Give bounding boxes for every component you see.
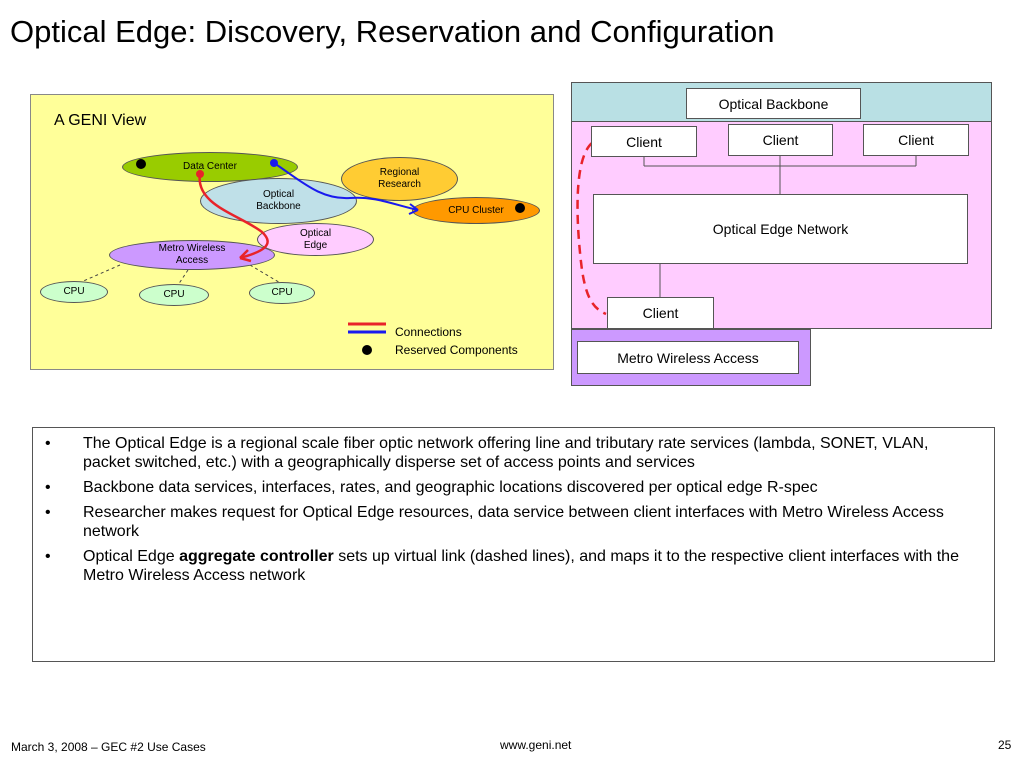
bullet-text: The Optical Edge is a regional scale fib… (83, 435, 929, 471)
text-panel: • The Optical Edge is a regional scale f… (32, 427, 995, 662)
node-cpu-3-label: CPU (271, 287, 293, 298)
optical-edge-network-label: Optical Edge Network (712, 221, 849, 237)
legend-dot (362, 345, 372, 355)
node-optical-backbone-label: Optical Backbone (256, 189, 301, 212)
red-dot-data-center (196, 170, 204, 178)
geni-view-label: A GENI View (54, 112, 147, 129)
metro-wireless-box[interactable]: Metro Wireless Access (577, 341, 799, 374)
node-optical-edge[interactable]: Optical Edge (257, 223, 374, 256)
red-reserved-path (198, 173, 269, 260)
metro-wireless-label: Metro Wireless Access (617, 349, 759, 366)
node-regional-research[interactable]: Regional Research (341, 157, 458, 201)
bullet-marker: • (45, 435, 51, 452)
bullet-text-post: sets up virtual link (dashed lines), and… (83, 548, 959, 584)
client-label-bottom: Client (642, 305, 679, 321)
node-optical-backbone[interactable]: Optical Backbone (200, 178, 357, 224)
client-label-3: Client (898, 132, 934, 148)
bullet-marker: • (45, 504, 51, 521)
node-data-center-label: Data Center (183, 161, 237, 172)
node-regional-research-label: Regional Research (378, 167, 421, 190)
client-box-3[interactable]: Client (863, 124, 969, 156)
node-data-center[interactable]: Data Center (122, 152, 298, 182)
bullet-marker: • (45, 548, 51, 565)
node-cpu-1[interactable]: CPU (40, 281, 108, 303)
slide-title: Optical Edge: Discovery, Reservation and… (10, 14, 775, 49)
page-number: 25 (998, 738, 1012, 752)
blue-dot-data-center (270, 159, 278, 167)
optical-backbone-label: Optical Backbone (718, 95, 829, 112)
bullet-item: • Backbone data services, interfaces, ra… (33, 478, 964, 497)
node-cpu-cluster-label: CPU Cluster (448, 204, 504, 216)
reserved-dot-cpu-cluster (515, 203, 525, 213)
bullet-list: • The Optical Edge is a regional scale f… (33, 428, 994, 585)
node-metro-wireless-label: Metro Wireless Access (158, 243, 226, 266)
client-box-2[interactable]: Client (728, 124, 833, 156)
node-cpu-2-label: CPU (163, 289, 185, 300)
blue-reserved-path (273, 162, 419, 211)
red-arrowhead (239, 249, 252, 263)
reserved-dot-data-center (136, 159, 146, 169)
legend-connections: Connections (395, 325, 462, 339)
bullet-item: • Optical Edge aggregate controller sets… (33, 547, 964, 585)
bullet-text-pre: Optical Edge (83, 548, 180, 565)
node-cpu-3[interactable]: CPU (249, 282, 315, 304)
dashed-link-cpu-3 (249, 264, 283, 285)
bullet-item: • Researcher makes request for Optical E… (33, 503, 964, 541)
bullet-item: • The Optical Edge is a regional scale f… (33, 434, 964, 472)
bullet-text: Researcher makes request for Optical Edg… (83, 504, 944, 540)
node-cpu-1-label: CPU (63, 286, 85, 297)
virtual-link-dashed (576, 142, 607, 316)
optical-edge-network-box[interactable]: Optical Edge Network (593, 194, 968, 264)
footer-left: March 3, 2008 – GEC #2 Use Cases (11, 740, 206, 754)
client-box-bottom[interactable]: Client (607, 297, 714, 329)
legend-reserved: Reserved Components (395, 343, 518, 357)
client-label-2: Client (762, 132, 799, 148)
optical-backbone-box[interactable]: Optical Backbone (686, 88, 861, 119)
node-optical-edge-label: Optical Edge (299, 227, 332, 251)
node-cpu-2[interactable]: CPU (139, 284, 209, 306)
bullet-text: Backbone data services, interfaces, rate… (83, 479, 818, 496)
client-box-1[interactable]: Client (591, 126, 697, 157)
blue-arrowhead (408, 203, 419, 215)
footer-center[interactable]: www.geni.net (500, 738, 572, 752)
bullet-text-bold: aggregate controller (179, 548, 334, 565)
bullet-marker: • (45, 479, 51, 496)
client-label-1: Client (626, 133, 662, 150)
